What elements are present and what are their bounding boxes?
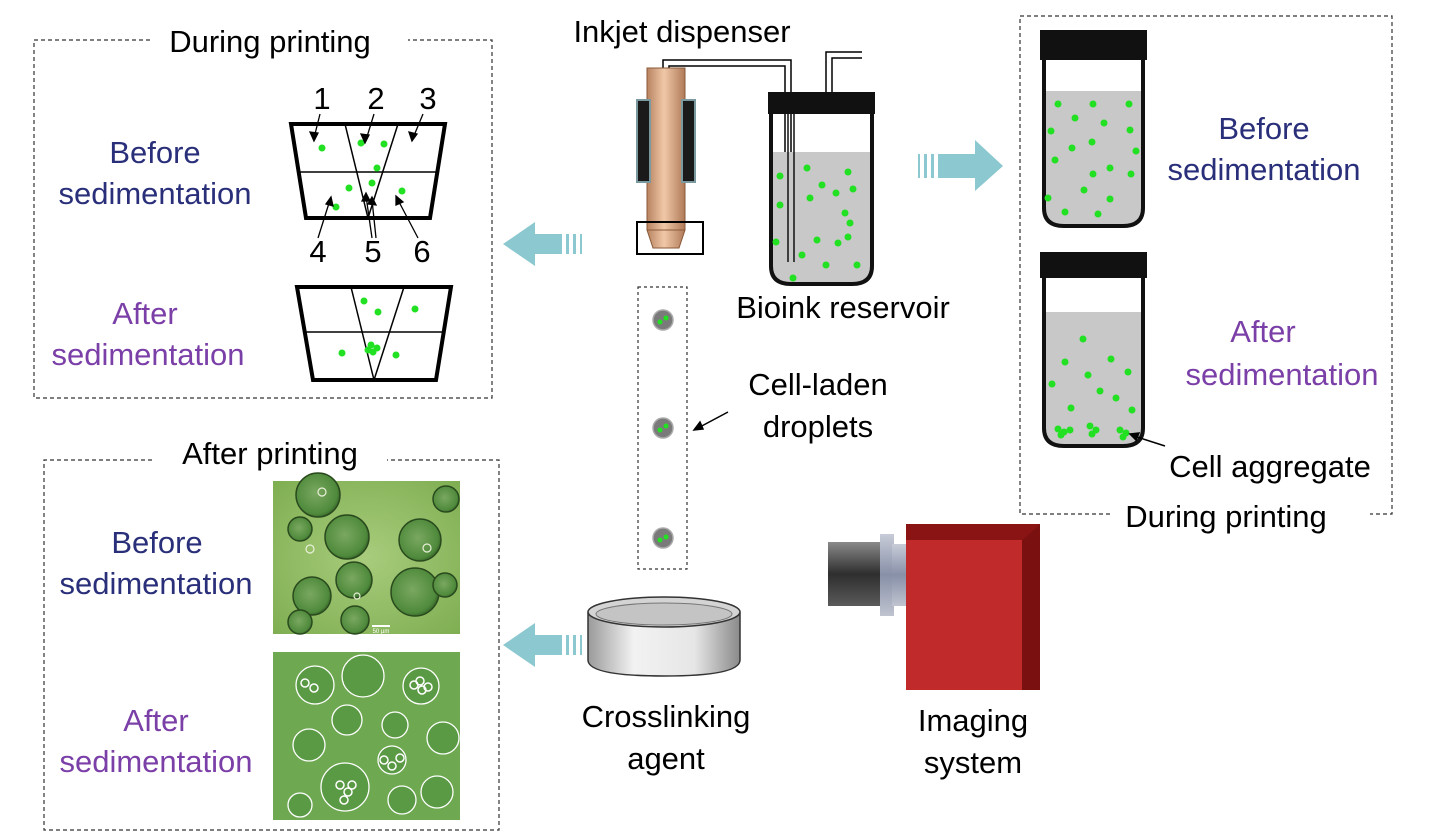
region-label-6: 6 (413, 234, 430, 269)
cell-aggregate-label: Cell aggregate (1169, 449, 1371, 484)
arrow-icon-left-top (503, 222, 582, 266)
inkjet-dispenser-label: Inkjet dispenser (573, 14, 790, 49)
region-label-2: 2 (367, 81, 384, 116)
imaging-label-line1: Imaging (918, 703, 1028, 738)
panel-during-printing-left: During printing Before sedimentation Aft… (33, 24, 493, 399)
before-label-line2: sedimentation (58, 176, 251, 211)
after-label-line2: sedimentation (59, 744, 252, 779)
crosslinking-dish-icon (587, 596, 741, 677)
droplet (652, 309, 674, 331)
droplet-pointer-arrow (692, 411, 729, 431)
panel-title: During printing (1125, 499, 1327, 534)
before-label-line1: Before (111, 525, 202, 560)
arrow-icon-right (918, 140, 1003, 191)
after-label-line2: sedimentation (1185, 357, 1378, 392)
droplet (652, 527, 674, 549)
panel-border (33, 39, 493, 399)
droplet-section-after (294, 285, 454, 382)
arrow-icon-left-bottom (503, 623, 582, 667)
panel-title: During printing (169, 24, 371, 59)
region-pointer-arrows (308, 113, 424, 239)
droplet-column (637, 286, 688, 570)
bioink-reservoir-label: Bioink reservoir (736, 290, 950, 325)
center-apparatus: Inkjet dispenser (573, 14, 949, 776)
after-label-line2: sedimentation (51, 337, 244, 372)
droplets-label-line1: Cell-laden (748, 367, 888, 402)
aggregate-pointer-arrow (1128, 432, 1166, 447)
panel-during-printing-right: During printing Before sedimentation (1019, 15, 1393, 534)
before-label-line2: sedimentation (1167, 152, 1360, 187)
crosslinking-label-line2: agent (627, 741, 705, 776)
vial-icon-after (1040, 252, 1147, 448)
crosslinking-label-line1: Crosslinking (582, 699, 751, 734)
scale-bar-label: 50 µm (373, 629, 390, 635)
droplet (652, 417, 674, 439)
before-label-line2: sedimentation (59, 566, 252, 601)
after-label-line1: After (123, 703, 188, 738)
after-label-line1: After (112, 296, 177, 331)
bioink-reservoir-icon (768, 92, 875, 286)
after-label-line1: After (1230, 314, 1295, 349)
droplets-label-line2: droplets (763, 409, 873, 444)
panel-border (1019, 15, 1393, 515)
region-label-4: 4 (309, 234, 326, 269)
vial-icon-before (1040, 30, 1147, 228)
before-label-line1: Before (1218, 111, 1309, 146)
region-label-3: 3 (419, 81, 436, 116)
before-label-line1: Before (109, 135, 200, 170)
panel-after-printing: After printing Before sedimentation Afte… (43, 436, 500, 831)
region-label-1: 1 (313, 81, 330, 116)
panel-title: After printing (182, 436, 358, 471)
droplet-section-before (288, 122, 448, 220)
micrograph-before: 50 µm (273, 472, 460, 635)
imaging-label-line2: system (924, 745, 1022, 780)
camera-icon (828, 524, 1040, 690)
micrograph-after (273, 652, 460, 820)
inkjet-dispenser-icon (636, 67, 704, 255)
region-label-5: 5 (364, 234, 381, 269)
